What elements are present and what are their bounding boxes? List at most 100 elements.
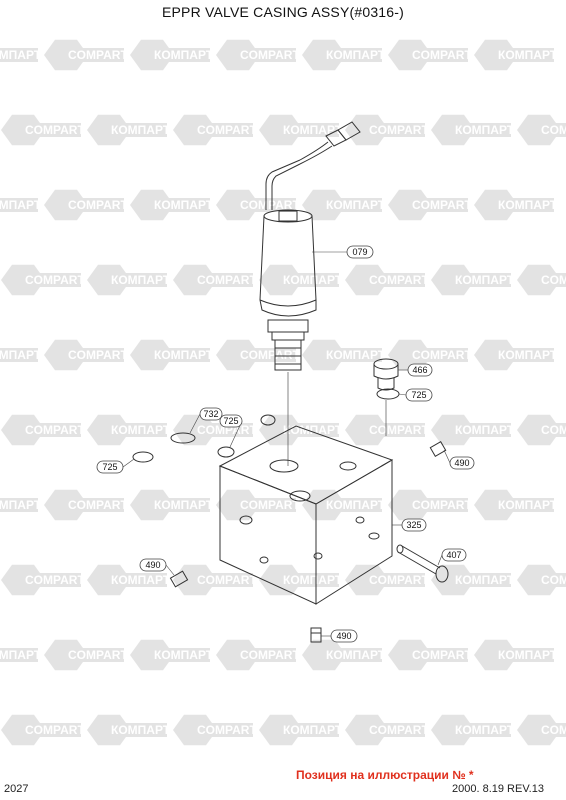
watermark-text: КОМПАРТ bbox=[455, 723, 515, 737]
watermark-band bbox=[363, 273, 425, 287]
watermark-text: КОМПАРТ bbox=[498, 648, 558, 662]
watermark-text: COMPART bbox=[412, 198, 472, 212]
watermark-band bbox=[234, 498, 296, 512]
watermark-text: КОМПАРТ bbox=[498, 498, 558, 512]
part-label-490a: 490 bbox=[449, 456, 475, 470]
bolt-407 bbox=[396, 544, 449, 583]
part-label-text: 407 bbox=[446, 550, 461, 560]
watermark-band bbox=[148, 648, 210, 662]
watermark-text: КОМПАРТ bbox=[111, 723, 171, 737]
watermark-text: КОМПАРТ bbox=[283, 123, 343, 137]
part-label-text: 490 bbox=[336, 631, 351, 641]
watermark-text: COMPART bbox=[25, 123, 85, 137]
plug-490-left bbox=[169, 570, 189, 588]
watermark-band bbox=[234, 648, 296, 662]
watermark-band bbox=[535, 573, 566, 587]
watermark-band bbox=[62, 648, 124, 662]
revision-date: 2000. 8.19 REV.13 bbox=[452, 783, 544, 795]
watermark-text: КОМПАРТ bbox=[0, 648, 42, 662]
watermark-text: КОМПАРТ bbox=[326, 198, 386, 212]
watermark-band bbox=[492, 48, 554, 62]
watermark-band bbox=[406, 648, 468, 662]
watermark-text: КОМПАРТ bbox=[283, 723, 343, 737]
leader-line-490a bbox=[443, 449, 451, 464]
watermark-band bbox=[0, 648, 38, 662]
watermark-band bbox=[492, 648, 554, 662]
watermark-text: КОМПАРТ bbox=[283, 573, 343, 587]
watermark-text: КОМПАРТ bbox=[455, 273, 515, 287]
watermark-text: COMPART bbox=[197, 573, 257, 587]
watermark-text: КОМПАРТ bbox=[498, 348, 558, 362]
part-label-frame bbox=[405, 388, 433, 402]
watermark-band bbox=[19, 273, 81, 287]
watermark-text: КОМПАРТ bbox=[326, 48, 386, 62]
watermark-layer: КОМПАРТ COMPART КОМПАРТ COMPART КОМПАРТ COMPA… bbox=[0, 39, 566, 746]
watermark-band bbox=[277, 723, 339, 737]
watermark-band bbox=[148, 198, 210, 212]
watermark-band bbox=[277, 273, 339, 287]
plug-466 bbox=[373, 358, 399, 391]
watermark-band bbox=[105, 423, 167, 437]
part-label-frame bbox=[407, 363, 433, 377]
part-label-frame bbox=[219, 414, 243, 428]
watermark-band bbox=[105, 123, 167, 137]
watermark-band bbox=[191, 723, 253, 737]
watermark-text: КОМПАРТ bbox=[0, 348, 42, 362]
watermark-text: COMPART bbox=[369, 123, 429, 137]
o-ring-725-mid bbox=[217, 446, 235, 458]
watermark-band bbox=[148, 348, 210, 362]
part-label-frame bbox=[330, 629, 358, 643]
watermark-band bbox=[535, 423, 566, 437]
watermark-band bbox=[363, 423, 425, 437]
watermark-band bbox=[492, 198, 554, 212]
watermark-band bbox=[62, 348, 124, 362]
part-label-frame bbox=[139, 558, 167, 572]
watermark-band bbox=[234, 348, 296, 362]
watermark-band bbox=[105, 723, 167, 737]
watermark-text: КОМПАРТ bbox=[498, 198, 558, 212]
part-label-frame bbox=[346, 245, 374, 259]
watermark-band bbox=[191, 123, 253, 137]
watermark-text: COMPART bbox=[68, 648, 128, 662]
watermark-text: COMPART bbox=[412, 348, 472, 362]
watermark-text: КОМПАРТ bbox=[0, 198, 42, 212]
watermark-text: КОМПАРТ bbox=[455, 123, 515, 137]
watermark-text: COMPART bbox=[25, 273, 85, 287]
watermark-text: КОМПАРТ bbox=[0, 498, 42, 512]
watermark-text: COMPART bbox=[240, 348, 300, 362]
part-label-text: 325 bbox=[406, 520, 421, 530]
watermark-text: КОМПАРТ bbox=[455, 423, 515, 437]
watermark-band bbox=[320, 198, 382, 212]
leader-lines bbox=[122, 251, 451, 637]
o-ring-725-left bbox=[132, 451, 154, 463]
plug-490-right bbox=[429, 440, 447, 458]
o-ring-725-right bbox=[376, 388, 400, 400]
watermark-band bbox=[191, 573, 253, 587]
watermark-text: COMPART bbox=[197, 273, 257, 287]
watermark-band bbox=[406, 198, 468, 212]
watermark-band bbox=[320, 48, 382, 62]
watermark-text: COMPART bbox=[68, 48, 128, 62]
watermark-band bbox=[277, 573, 339, 587]
watermark-text: COMPART bbox=[541, 573, 566, 587]
watermark-text: КОМПАРТ bbox=[111, 423, 171, 437]
watermark-band bbox=[277, 123, 339, 137]
watermark-text: COMPART bbox=[25, 423, 85, 437]
part-label-490c: 490 bbox=[330, 629, 358, 643]
watermark-text: КОМПАРТ bbox=[154, 498, 214, 512]
part-label-text: 079 bbox=[352, 247, 367, 257]
watermark-text: КОМПАРТ bbox=[326, 648, 386, 662]
watermark-text: КОМПАРТ bbox=[111, 273, 171, 287]
leader-line-407 bbox=[437, 554, 443, 566]
watermark-text: COMPART bbox=[240, 48, 300, 62]
watermark-band bbox=[19, 723, 81, 737]
watermark-band bbox=[406, 48, 468, 62]
watermark-band bbox=[19, 423, 81, 437]
watermark-text: COMPART bbox=[369, 423, 429, 437]
watermark-band bbox=[105, 573, 167, 587]
part-label-325: 325 bbox=[401, 518, 427, 532]
leader-line-732 bbox=[189, 413, 201, 434]
illustration-caption: Позиция на иллюстрации № * bbox=[296, 768, 474, 782]
watermark-band bbox=[320, 348, 382, 362]
